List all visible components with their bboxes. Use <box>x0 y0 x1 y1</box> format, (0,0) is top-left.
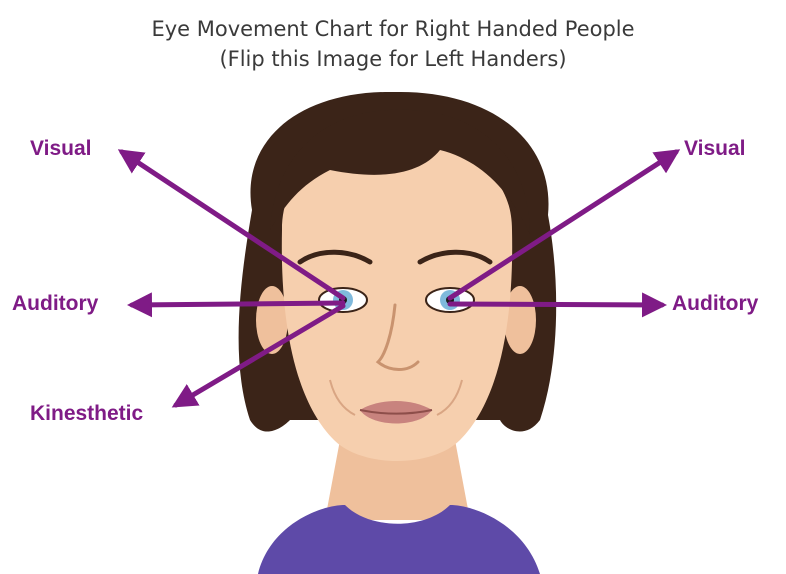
label-visual-left: Visual <box>30 137 91 161</box>
arrow-middle-left <box>132 303 343 305</box>
face-illustration <box>239 92 557 574</box>
arrow-middle-right <box>450 304 662 305</box>
label-kinesthetic: Kinesthetic <box>30 402 143 426</box>
label-auditory-left: Auditory <box>12 292 98 316</box>
label-auditory-right: Auditory <box>672 292 758 316</box>
label-visual-right: Visual <box>684 137 745 161</box>
